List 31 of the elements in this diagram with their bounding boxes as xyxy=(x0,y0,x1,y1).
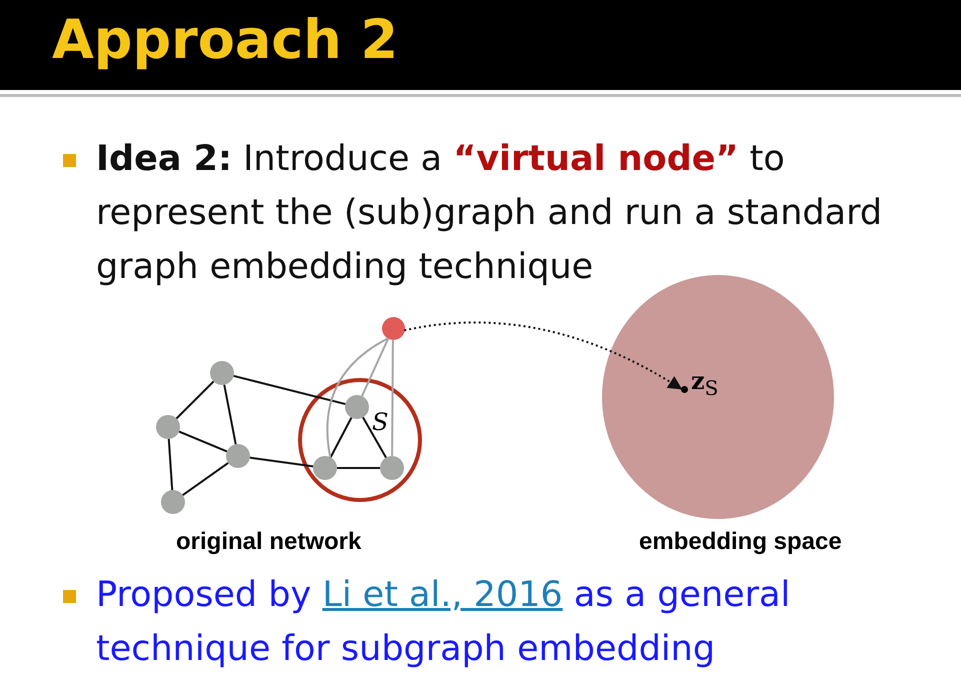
subgraph-ring xyxy=(298,378,422,502)
caption: original network xyxy=(176,528,362,556)
graph-node-dot xyxy=(313,456,337,480)
graph-node-dot xyxy=(210,361,234,385)
graph-node-dot xyxy=(345,395,369,419)
arrow xyxy=(404,322,682,390)
connector-line xyxy=(362,416,387,458)
virtual-node-dot xyxy=(382,316,404,340)
citation-link: Li et al., 2016 xyxy=(322,575,563,615)
connector-line xyxy=(176,380,214,420)
caption: embedding space xyxy=(639,528,842,556)
graph-node-dot xyxy=(226,444,250,468)
connector-line xyxy=(391,339,394,456)
connector-line xyxy=(233,374,346,406)
connector-line xyxy=(326,337,388,458)
connector-line xyxy=(361,338,390,396)
connector-line xyxy=(182,462,229,496)
connector-line xyxy=(250,456,314,468)
set-label: S xyxy=(372,408,388,436)
connector-line xyxy=(178,430,228,452)
graph-node-dot xyxy=(161,490,185,514)
math-label: z$_{S}$ xyxy=(691,366,718,400)
graph-node-dot xyxy=(380,456,404,480)
graph-node-dot xyxy=(156,415,180,439)
connector-line xyxy=(223,384,237,444)
bullet-text: Proposed by Li et al., 2016 as a general technique for subgraph embedding xyxy=(96,574,792,671)
connector-line xyxy=(337,467,380,469)
connector-line xyxy=(330,417,352,458)
slide-title: Approach 2 xyxy=(52,8,398,71)
connector-line xyxy=(168,438,174,490)
bullet-text: Idea 2: Introduce a “virtual node” to represent the (sub)graph and run a standard graph embedding technique xyxy=(96,138,884,289)
